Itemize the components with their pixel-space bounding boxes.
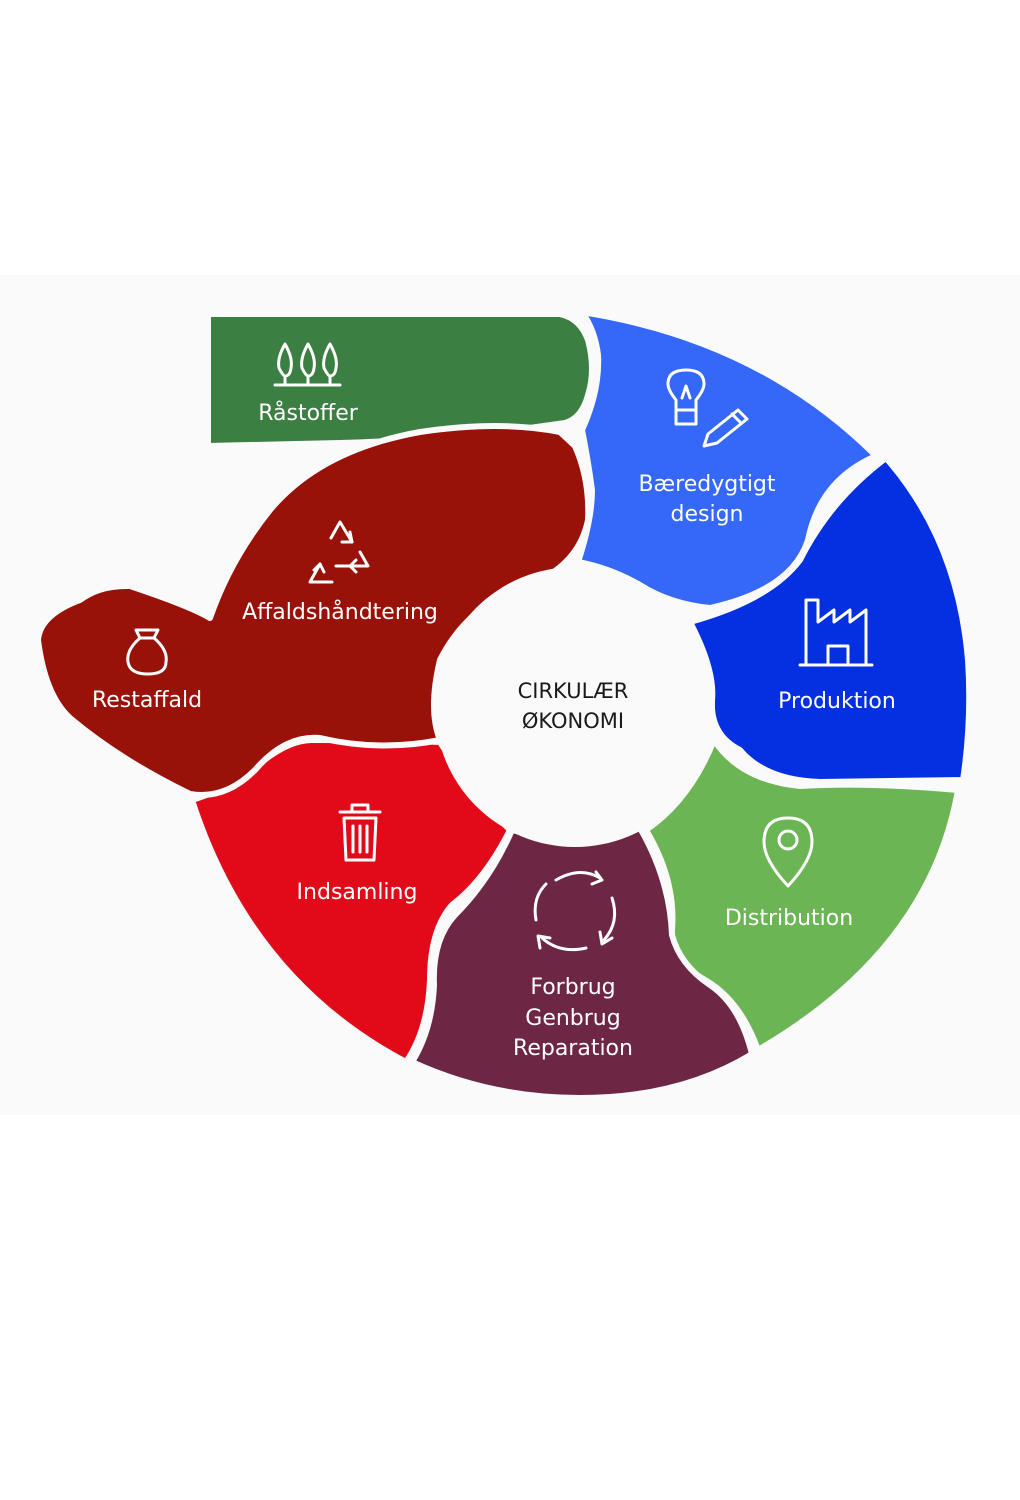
label-design-line1: Bæredygtigt [638, 472, 775, 497]
label-design-line2: design [671, 502, 744, 527]
recycle-icon [308, 520, 370, 584]
label-forbrug-line2: Genbrug [525, 1006, 620, 1031]
center-label-line1: CIRKULÆR [518, 679, 629, 703]
factory-icon [798, 598, 874, 667]
lightbulb-pencil-icon [666, 368, 749, 448]
label-forbrug-line1: Forbrug [530, 975, 615, 1000]
cycle-arrows-icon [533, 870, 617, 952]
map-pin-icon [762, 816, 814, 888]
segment-forbrug [409, 825, 755, 1101]
label-indsamling: Indsamling [297, 880, 418, 905]
label-produktion: Produktion [778, 689, 896, 714]
trees-icon [273, 342, 342, 387]
label-affald: Affaldshåndtering [242, 599, 438, 625]
trash-bin-icon [338, 803, 382, 862]
label-raastoffer: Råstoffer [258, 400, 359, 426]
label-forbrug-line3: Reparation [513, 1036, 633, 1061]
center-label-line2: ØKONOMI [522, 709, 624, 733]
label-restaffald: Restaffald [92, 688, 202, 713]
center-circle [435, 567, 715, 847]
segment-distribution [643, 737, 961, 1053]
segment-produktion [687, 455, 973, 785]
sack-icon [126, 628, 168, 676]
label-distribution: Distribution [725, 906, 853, 931]
